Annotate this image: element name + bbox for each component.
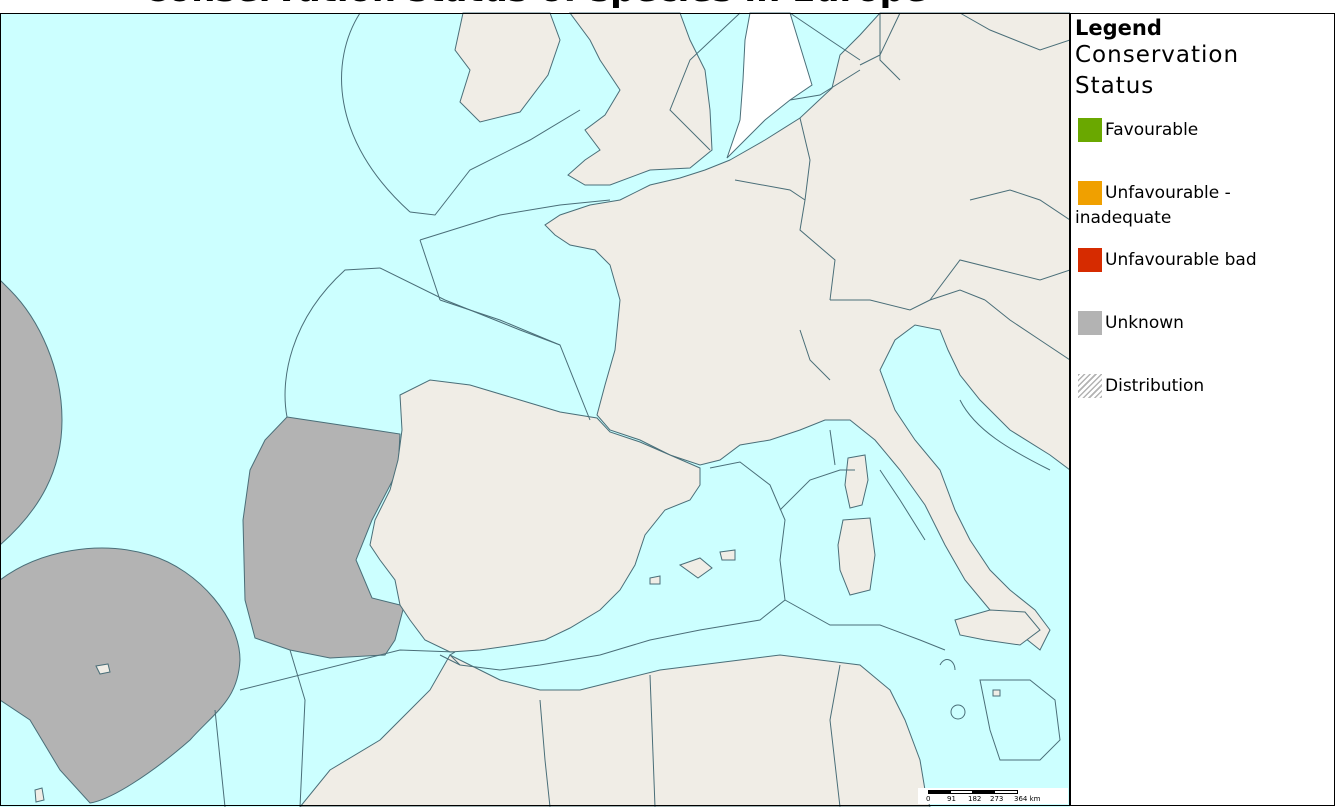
- distribution-hatch-icon: [1078, 374, 1102, 398]
- map-canvas[interactable]: [0, 0, 1070, 807]
- map-title: Conservation status of species in Europe: [0, 0, 1070, 10]
- unfavourable-inadequate-swatch-icon: [1078, 181, 1102, 205]
- unknown-zone-macaronesia: [0, 547, 241, 804]
- scale-label-0: 0: [926, 795, 931, 803]
- legend-item-favourable: Favourable: [1075, 118, 1330, 143]
- legend-label-unknown: Unknown: [1105, 313, 1184, 333]
- unfavourable-bad-swatch-icon: [1078, 248, 1102, 272]
- legend-item-unfavourable-bad: Unfavourable bad: [1075, 248, 1330, 273]
- unknown-zone-west-edge: [0, 279, 63, 546]
- scale-label-2: 182: [968, 795, 982, 803]
- scale-label-3: 273: [990, 795, 1004, 803]
- map-frame[interactable]: 0 91 182 273 364 km Conservation status …: [0, 0, 1070, 807]
- legend-label-favourable: Favourable: [1105, 120, 1199, 140]
- legend-item-unknown: Unknown: [1075, 311, 1330, 336]
- legend-panel: Legend Conservation Status Favourable Un…: [1070, 13, 1335, 806]
- legend-item-distribution: Distribution: [1075, 374, 1330, 399]
- blank-zone-north-sea: [726, 12, 813, 159]
- scale-bar: 0 91 182 273 364 km: [918, 788, 1068, 804]
- legend-label-unfavourable-bad: Unfavourable bad: [1105, 250, 1257, 270]
- favourable-swatch-icon: [1078, 118, 1102, 142]
- legend-label-distribution: Distribution: [1105, 376, 1205, 396]
- scale-label-1: 91: [947, 795, 956, 803]
- land-masses: [34, 12, 1070, 807]
- legend-item-unfavourable-inadequate: Unfavourable - inadequate: [1075, 181, 1305, 231]
- boundary-lines: [214, 12, 1070, 807]
- legend-title: Legend: [1075, 16, 1162, 40]
- legend-subtitle: Conservation Status: [1075, 42, 1240, 99]
- scale-label-4: 364 km: [1014, 795, 1041, 803]
- unknown-zone-iberian-coast: [242, 416, 405, 659]
- unknown-swatch-icon: [1078, 311, 1102, 335]
- legend-label-unfavourable-inadequate: Unfavourable - inadequate: [1075, 183, 1231, 228]
